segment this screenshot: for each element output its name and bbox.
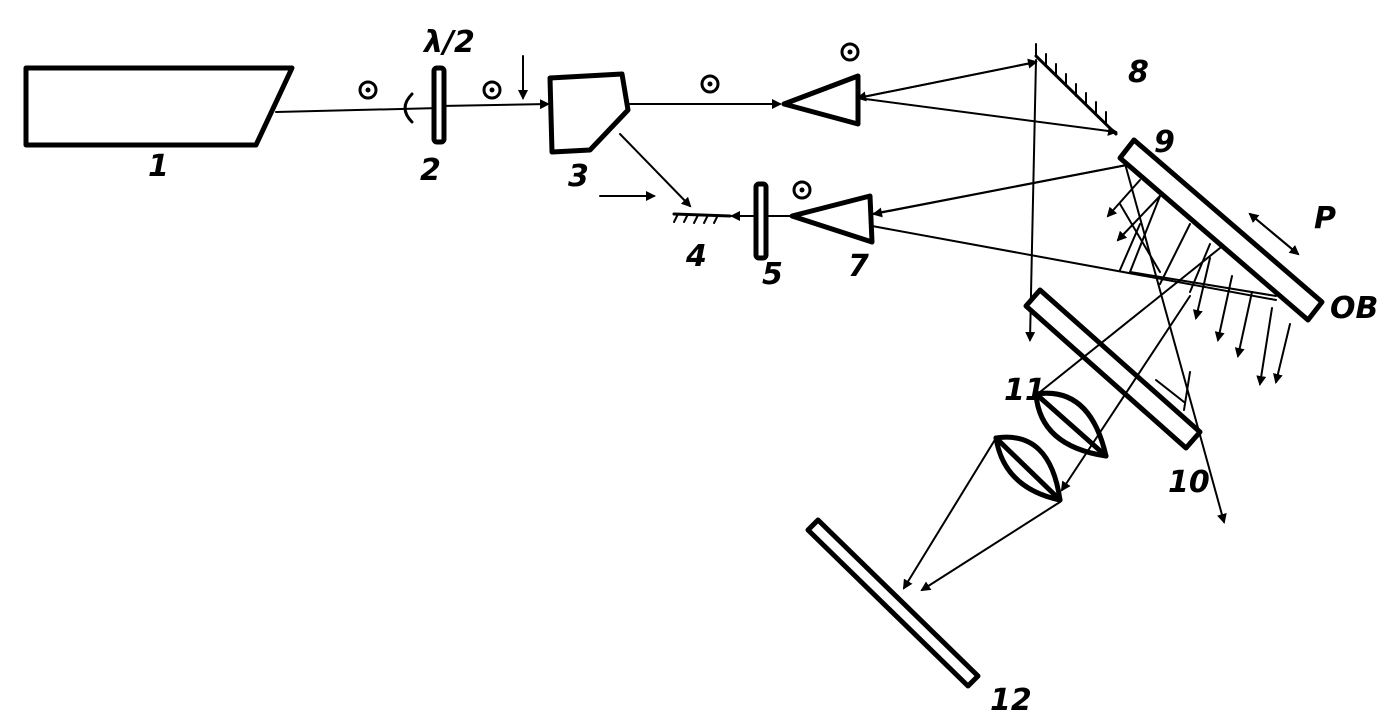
beam-prism7-to-plate9-b [871,225,1277,301]
mirror-4-hatching [673,213,719,224]
label-plate-5: 5 [762,257,783,292]
label-prism-3: 3 [568,159,589,194]
polarization-symbol-3 [700,74,720,94]
beam-lens-to-screen-a [902,437,997,590]
label-ob: ОВ [1330,291,1378,326]
label-laser: 1 [148,149,169,184]
polarization-symbol-5 [792,180,812,200]
label-plate-9: 9 [1154,125,1175,160]
beam-mirror8-down [1025,59,1037,342]
upper-prism [781,73,861,127]
plate-5 [753,181,769,261]
scattered-rays [1106,179,1291,386]
beam-laser-out [275,107,441,113]
beam-to-lens-b [1060,295,1191,492]
plate-10-marker-b [1183,371,1191,411]
mirror-4 [672,212,732,218]
beam-to-prism3 [439,99,550,110]
label-p: P [1314,201,1336,236]
lens-11 [993,390,1109,503]
beam-mirror8-to-prism6-b [856,61,1037,102]
label-prism-7: 7 [848,249,869,284]
label-lens-11: 11 [1004,373,1046,408]
label-half-wave: 2 [420,153,441,188]
laser-body [23,65,295,148]
prism-3 [547,71,631,155]
polarization-symbol-2 [482,80,502,100]
plate-10-marker [1155,379,1185,403]
polarization-symbol-4 [840,42,860,62]
screen-12 [805,517,981,689]
beam-prism3-to-mirror4 [619,133,692,208]
half-wave-plate [431,65,447,145]
beam-long-diagonal [1123,159,1227,524]
label-lambda-half: λ/2 [422,25,475,60]
plate-9 [1117,137,1325,323]
polarization-symbol-1 [358,80,378,100]
label-screen-12: 12 [990,683,1032,718]
beam-plate9-to-prism7 [872,163,1133,218]
prism-7 [789,193,875,245]
beam-prism6-to-mirror8-c [857,97,1118,136]
label-plate-10: 10 [1168,465,1210,500]
curved-bracket [403,92,414,124]
beam-lens-to-screen-b [920,501,1061,592]
label-mirror-8: 8 [1128,55,1149,90]
p-direction-arrow-b [1248,212,1299,255]
plate-10 [1023,287,1203,451]
beam-to-lens-a [1039,247,1221,393]
label-mirror-4: 4 [685,239,707,274]
mirror-8-hatching [1035,43,1107,125]
